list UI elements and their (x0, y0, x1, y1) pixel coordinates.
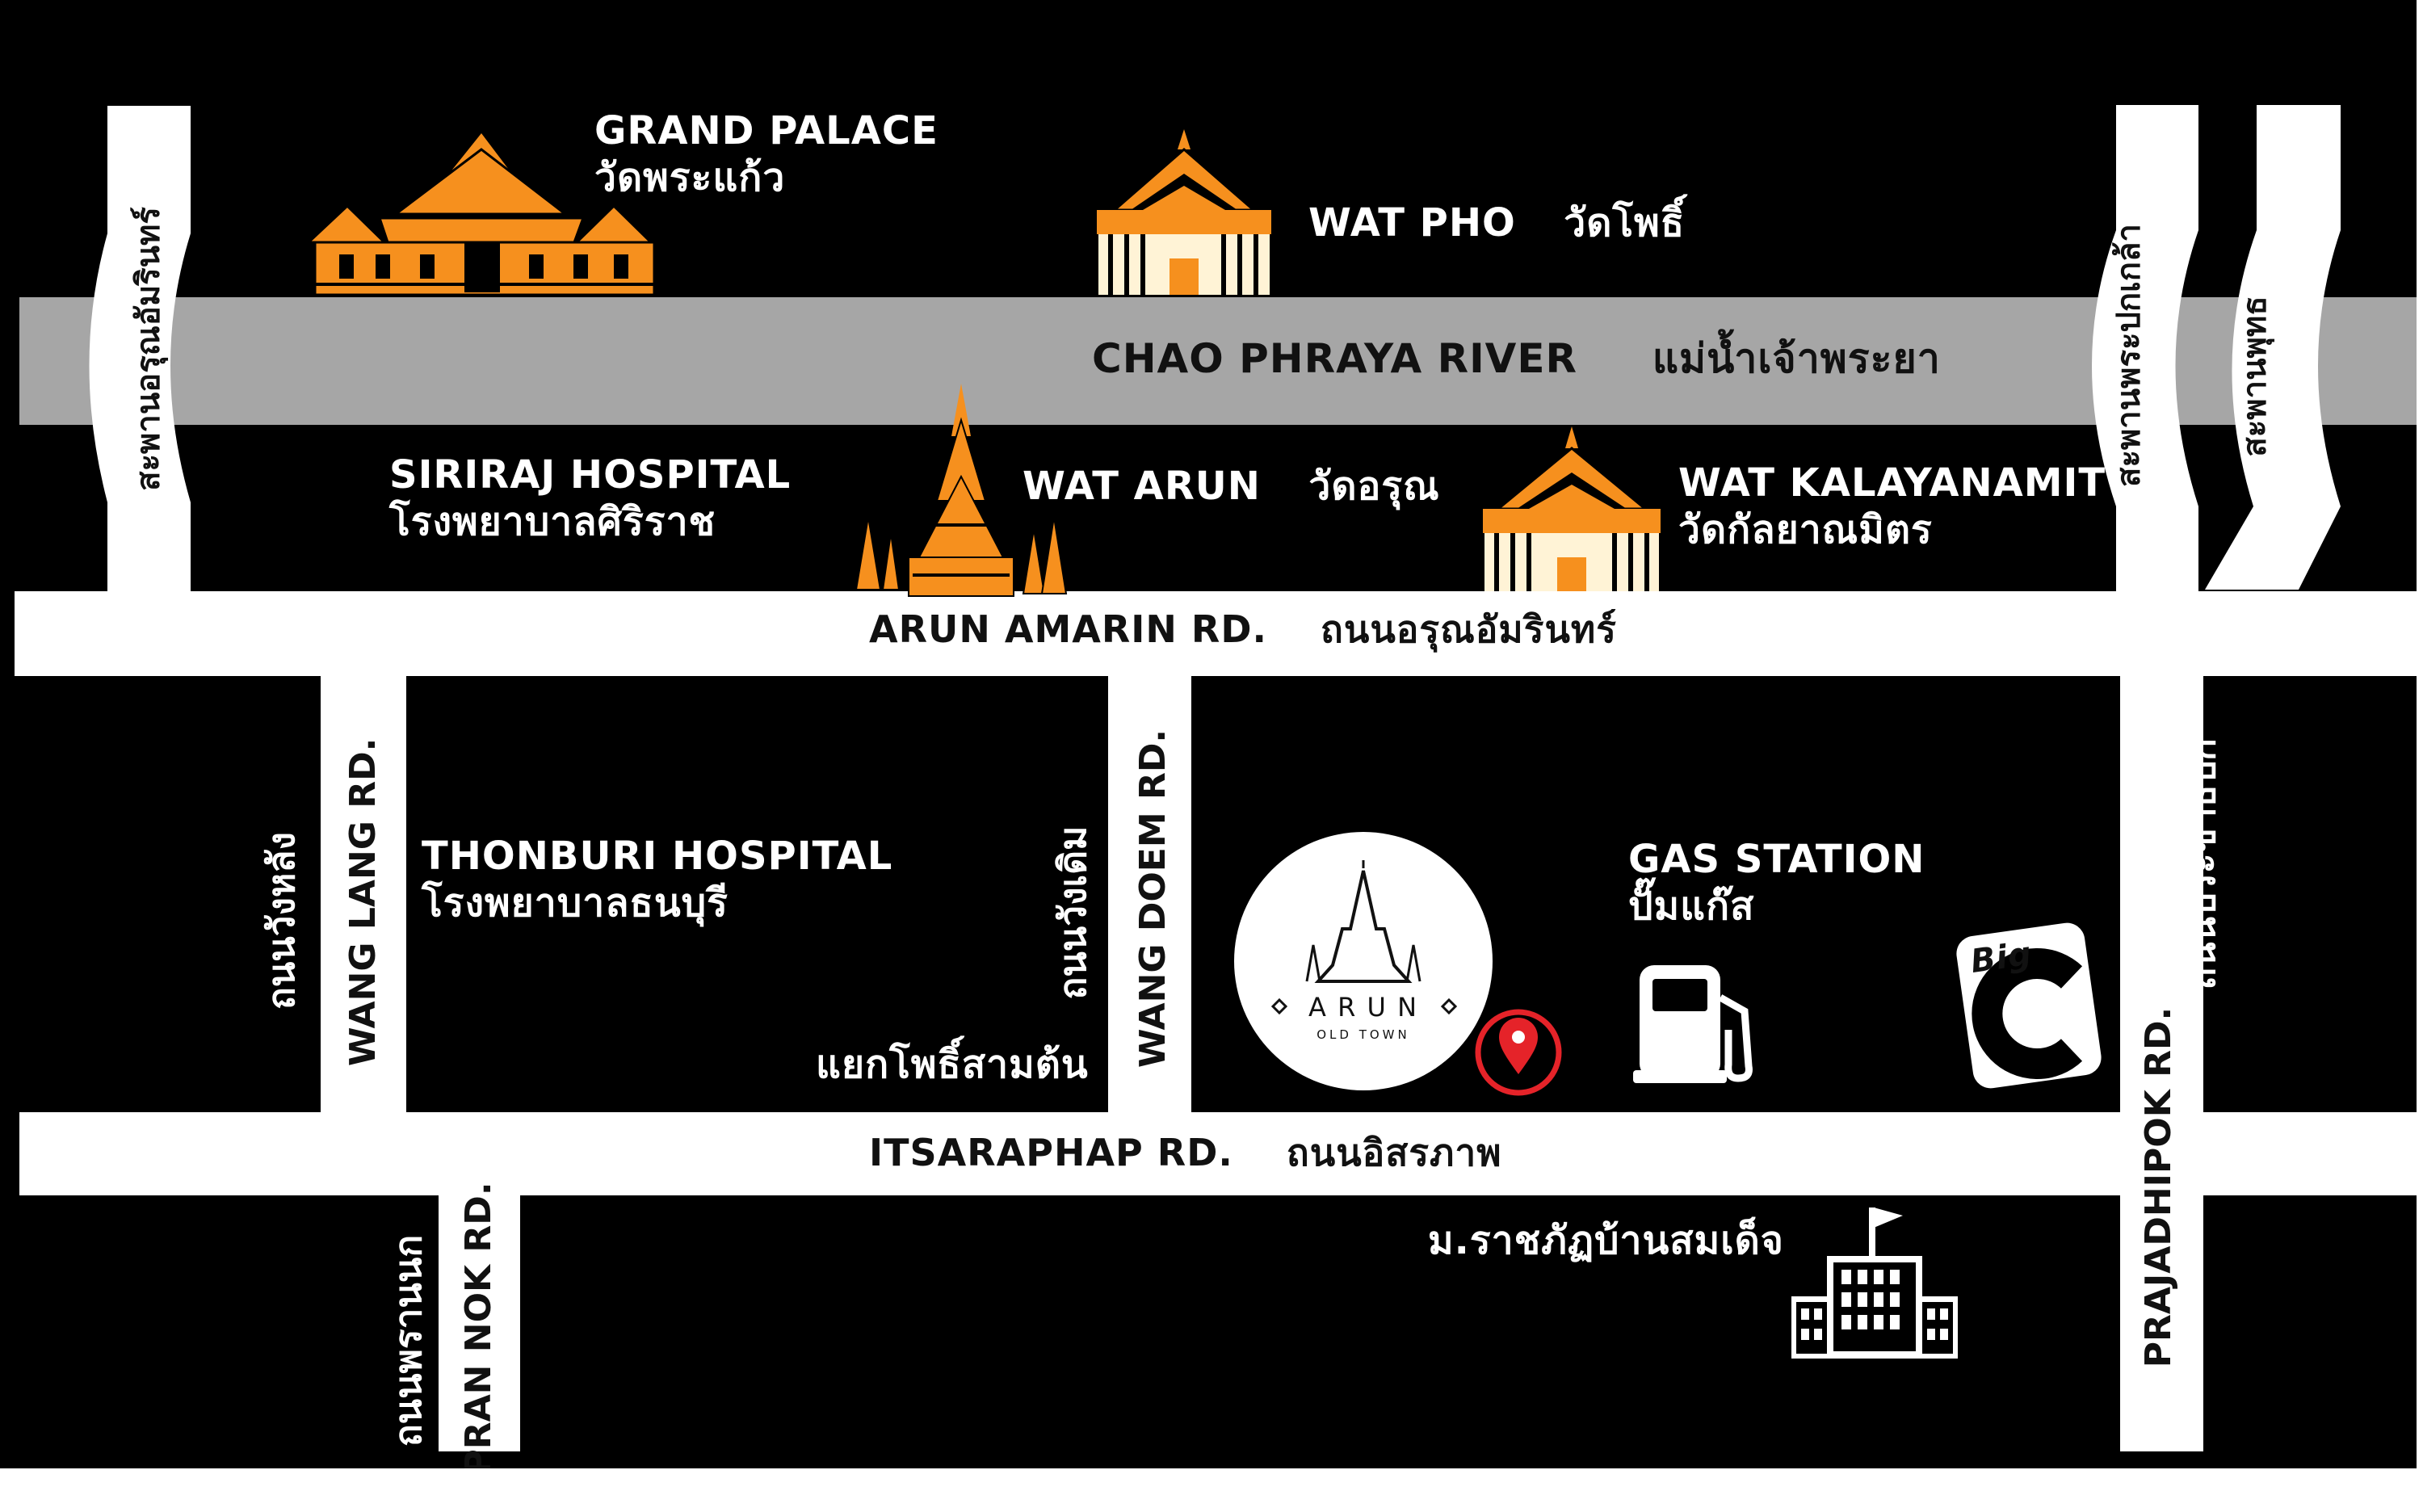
wat-arun-label-en: WAT ARUN (1023, 464, 1261, 509)
pran-nok-road-label-thai: ถนนพรานนก (384, 1212, 432, 1468)
prajadhipok-road-label-thai: ถนนประชาธิปก (2177, 703, 2226, 1026)
map-graphics (15, 105, 2417, 1451)
logo-tagline-text: OLD TOWN (1316, 1027, 1410, 1042)
thonburi-hospital-label-th: โรงพยาบาลธนบุรี (422, 880, 729, 926)
location-pin-icon (1475, 1009, 1562, 1096)
phra-pokklao-bridge-label: สะพานพระปกเกล้า (2105, 145, 2153, 565)
wat-kalayanamit-label-th: วัดกัลยาณมิตร (1678, 506, 1933, 552)
pran-nok-road-label-th: ถนนพรานนก (386, 1234, 430, 1447)
university-label: ม.ราชภัฏบ้านสมเด็จ (1428, 1218, 1784, 1265)
siriraj-hospital-label-en: SIRIRAJ HOSPITAL (389, 452, 792, 498)
phut-bridge-label-text: สะพานพุทธ (2236, 296, 2274, 457)
wang-lang-road (321, 676, 406, 1112)
prajadhipok-road-label-en: PRAJADHIPOK RD. (2138, 1006, 2179, 1368)
siriraj-hospital-label-th: โรงพยาบาลศิริราช (389, 498, 716, 544)
pho-sam-ton-intersection-label-th: แยกโพธิ์สามต้น (816, 1042, 1089, 1087)
prajadhipok-road (2120, 676, 2203, 1451)
thonburi-hospital-label: THONBURI HOSPITAL โรงพยาบาลธนบุรี (422, 834, 892, 926)
wat-pho-label: WAT PHO วัดโพธิ์ (1308, 200, 1685, 247)
chao-phraya-river (19, 297, 2417, 425)
logo-name-text: A R U N (1308, 992, 1418, 1023)
phra-pokklao-bridge (2092, 105, 2198, 593)
river-label: CHAO PHRAYA RIVER แม่น้ำเจ้าพระยา (1092, 334, 1941, 383)
big-c-logo (1956, 922, 2102, 1089)
wat-arun-icon (855, 384, 1068, 597)
wat-arun-label: WAT ARUN วัดอรุณ (1023, 464, 1440, 510)
river-label-th: แม่น้ำเจ้าพระยา (1652, 335, 1941, 382)
grand-palace-label-en: GRAND PALACE (594, 108, 939, 153)
building-icon (1791, 1208, 1958, 1359)
phut-bridge-label: สะพานพุทธ (2231, 231, 2279, 522)
wang-lang-road-label-thai: ถนนวังหลัง (257, 775, 305, 1066)
wang-doem-road-label-thai: ถนนวังเดิม (1048, 767, 1097, 1058)
wat-arun-label-th: วัดอรุณ (1308, 464, 1440, 509)
arun-amarin-road-label-th: ถนนอรุณอัมรินทร์ (1321, 607, 1617, 651)
logo-name: A R U N (1300, 992, 1426, 1023)
river-label-en: CHAO PHRAYA RIVER (1092, 335, 1578, 382)
arun-amarin-road (15, 591, 2417, 676)
grand-palace-icon (305, 133, 656, 296)
logo-tagline: OLD TOWN (1307, 1027, 1420, 1042)
wat-pho-label-en: WAT PHO (1308, 200, 1516, 246)
itsaraphap-road-label-en: ITSARAPHAP RD. (869, 1131, 1233, 1174)
phra-pokklao-bridge-label-text: สะพานพระปกเกล้า (2110, 224, 2148, 487)
arun-amarin-road-label: ARUN AMARIN RD. ถนนอรุณอัมรินทร์ (869, 607, 1617, 652)
pran-nok-road (439, 1195, 520, 1451)
pho-sam-ton-intersection-label: แยกโพธิ์สามต้น (816, 1042, 1089, 1089)
gas-station-label: GAS STATION ปั๊มแก๊ส (1628, 837, 1925, 930)
itsaraphap-road-label-th: ถนนอิสรภาพ (1286, 1131, 1502, 1174)
wat-kalayanamit-icon (1483, 426, 1661, 591)
thonburi-hospital-label-en: THONBURI HOSPITAL (422, 834, 893, 879)
wang-lang-road-label-th: ถนนวังหลัง (259, 832, 303, 1010)
itsaraphap-road (19, 1112, 2417, 1195)
pran-nok-road-label: PRAN NOK RD. (455, 1175, 503, 1468)
wang-doem-road-label-en: WANG DOEM RD. (1132, 729, 1174, 1068)
wat-kalayanamit-label-en: WAT KALAYANAMIT (1678, 460, 2106, 506)
gas-station-label-th: ปั๊มแก๊ส (1628, 883, 1755, 929)
wang-doem-road-label: WANG DOEM RD. (1129, 729, 1178, 1068)
pran-nok-road-label-en: PRAN NOK RD. (458, 1182, 499, 1468)
grand-palace-label-th: วัดพระแก้ว (594, 154, 786, 200)
wat-pho-icon (1097, 129, 1271, 295)
arun-amarin-bridge-label-text: สะพานอรุณอัมรินทร์ (130, 207, 167, 491)
university-label-th: ม.ราชภัฏบ้านสมเด็จ (1428, 1218, 1784, 1263)
wat-kalayanamit-label: WAT KALAYANAMIT วัดกัลยาณมิตร (1678, 460, 2106, 553)
prajadhipok-road-label: PRAJADHIPOK RD. (2135, 977, 2183, 1397)
gas-station-label-en: GAS STATION (1628, 837, 1925, 882)
map-canvas: CHAO PHRAYA RIVER แม่น้ำเจ้าพระยา ARUN A… (0, 0, 2417, 1468)
arun-amarin-bridge (89, 106, 191, 593)
phut-bridge (2205, 105, 2341, 590)
arun-amarin-bridge-label: สะพานอรุณอัมรินทร์ (124, 123, 173, 575)
itsaraphap-road-label: ITSARAPHAP RD. ถนนอิสรภาพ (869, 1131, 1502, 1175)
gas-pump-icon (1633, 965, 1753, 1083)
wang-doem-road-label-th: ถนนวังเดิม (1051, 825, 1094, 1000)
arun-old-town-logo (1234, 832, 1493, 1090)
wang-lang-road-label-en: WANG LANG RD. (342, 737, 384, 1066)
wat-pho-label-th: วัดโพธิ์ (1564, 200, 1686, 246)
arun-amarin-road-label-en: ARUN AMARIN RD. (869, 607, 1267, 651)
grand-palace-label: GRAND PALACE วัดพระแก้ว (594, 108, 939, 201)
big-c-text-label: Big (1968, 934, 2035, 981)
prajadhipok-road-label-th: ถนนประชาธิปก (2180, 738, 2224, 990)
siriraj-hospital-label: SIRIRAJ HOSPITAL โรงพยาบาลศิริราช (389, 452, 791, 545)
wang-doem-road (1108, 676, 1191, 1112)
wang-lang-road-label: WANG LANG RD. (339, 738, 388, 1066)
